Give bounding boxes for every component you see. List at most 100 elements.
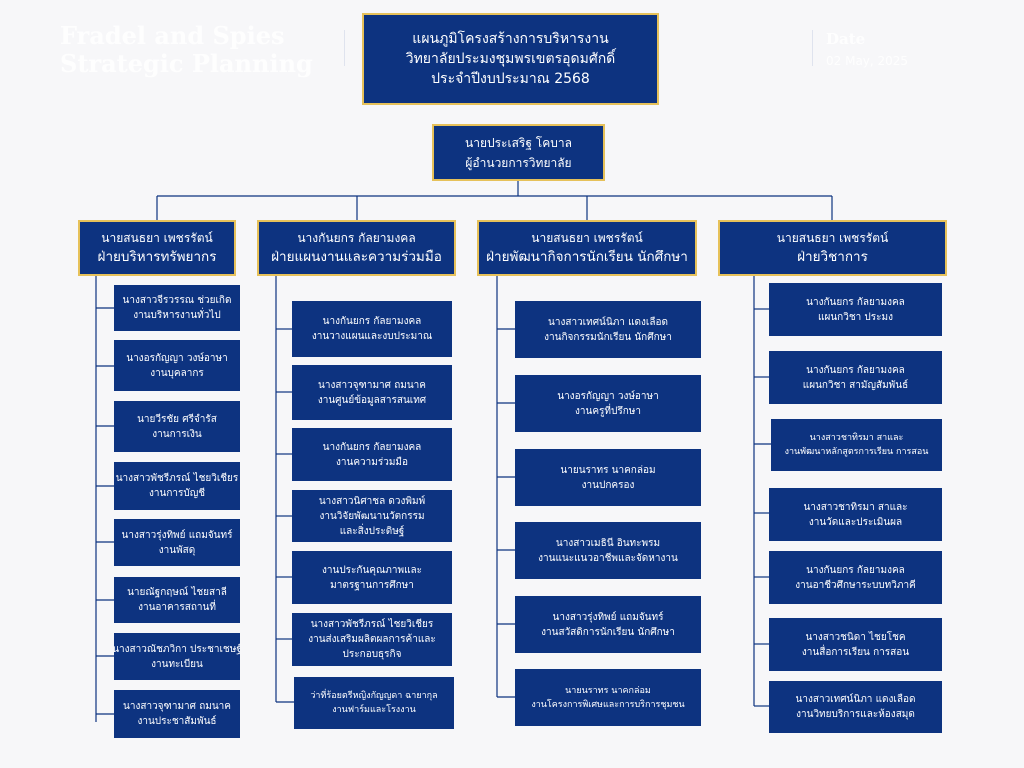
unit-task: มาตรฐานการศึกษา: [330, 579, 414, 591]
unit-box: นางกันยกร กัลยามงคล งานความร่วมมือ: [292, 428, 452, 481]
unit-box: นางอรกัญญา วงษ์อาษา งานบุคลากร: [114, 340, 240, 391]
unit-box: นางสาวเมธินี อินทะพรม งานแนะแนวอาชีพและจ…: [515, 522, 701, 579]
unit-person: นางสาวเมธินี อินทะพรม: [555, 537, 661, 549]
brand-line-2: Strategic Planning: [60, 49, 313, 78]
date-label: Date: [826, 30, 866, 48]
unit-person: นางกันยกร กัลยามงคล: [806, 364, 905, 376]
dept-box-planning: นางกันยกร กัลยามงคล ฝ่ายแผนงานและความร่ว…: [257, 220, 456, 276]
unit-person: งานประกันคุณภาพและ: [321, 564, 423, 576]
unit-task-cont: ประกอบธุรกิจ: [342, 649, 402, 660]
unit-task: งานแนะแนวอาชีพและจัดหางาน: [538, 552, 678, 564]
unit-box: นางสาวจุฑามาศ ถมนาค งานประชาสัมพันธ์: [114, 690, 240, 738]
unit-task: งานประชาสัมพันธ์: [137, 716, 217, 727]
unit-task: งานปกครอง: [581, 479, 635, 491]
unit-box: ว่าที่ร้อยตรีหญิงกัญญดา ฉายากุล งานฟาร์ม…: [294, 677, 454, 729]
unit-box: นางสาวพัชรีภรณ์ ไชยวิเชียร งานการบัญชี: [114, 462, 240, 510]
unit-person: นายนราทร นาคกล่อม: [565, 685, 651, 696]
unit-box: นางสาวรุ่งทิพย์ แถมจันทร์ งานสวัสดิการนั…: [515, 596, 701, 653]
unit-person: นายวีรชัย ศรีจำรัส: [137, 413, 217, 425]
unit-task: งานอาชีวศึกษาระบบทวิภาคี: [795, 579, 916, 591]
title-line-1: แผนภูมิโครงสร้างการบริหารงาน: [412, 31, 609, 47]
unit-box: นางกันยกร กัลยามงคล แผนกวิชา สามัญสัมพัน…: [769, 351, 942, 404]
unit-person: นางสาวนิศาชล ดวงพิมพ์: [318, 495, 426, 507]
divider-line: [344, 30, 345, 66]
dept-head-name: นางกันยกร กัลยามงคล: [297, 231, 416, 245]
unit-task: งานวางแผนและงบประมาณ: [311, 331, 433, 342]
unit-box: นางกันยกร กัลยามงคล แผนกวิชา ประมง: [769, 283, 942, 336]
unit-box: นายวีรชัย ศรีจำรัส งานการเงิน: [114, 401, 240, 452]
dept-box-resources: นายสนธยา เพชรรัตน์ ฝ่ายบริหารทรัพยากร: [78, 220, 236, 276]
unit-person: นางกันยกร กัลยามงคล: [322, 316, 422, 327]
director-position: ผู้อำนวยการวิทยาลัย: [465, 155, 572, 170]
dept-title: ฝ่ายบริหารทรัพยากร: [97, 249, 217, 265]
unit-box: นางสาวพัชรีภรณ์ ไชยวิเชียร งานส่งเสริมผล…: [292, 613, 452, 666]
divider-line: [812, 30, 813, 66]
unit-box: นายนราทร นาคกล่อม งานโครงการพิเศษและการบ…: [515, 669, 701, 726]
title-line-3: ประจำปีงบประมาณ 2568: [431, 71, 590, 87]
unit-task: งานวิจัยพัฒนานวัตกรรม: [319, 510, 425, 522]
unit-task: งานสวัสดิการนักเรียน นักศึกษา: [541, 626, 675, 638]
dept-box-student-affairs: นายสนธยา เพชรรัตน์ ฝ่ายพัฒนากิจการนักเรี…: [477, 220, 697, 276]
unit-person: ว่าที่ร้อยตรีหญิงกัญญดา ฉายากุล: [310, 691, 438, 701]
unit-person: นางสาวณัชภวิกา ประชาเชษฐ์: [114, 643, 240, 655]
unit-person: นางสาวพัชรีภรณ์ ไชยวิเชียร: [310, 619, 434, 630]
unit-person: นางสาวรุ่งทิพย์ แถมจันทร์: [552, 611, 664, 623]
unit-task: งานพัฒนาหลักสูตรการเรียน การสอน: [784, 447, 929, 457]
unit-task: งานศูนย์ข้อมูลสารสนเทศ: [317, 394, 427, 406]
unit-task: งานบริหารงานทั่วไป: [133, 310, 221, 321]
unit-task: งานโครงการพิเศษและการบริการชุมชน: [531, 699, 685, 710]
unit-task: งานบุคลากร: [150, 367, 204, 379]
unit-person: นางกันยกร กัลยามงคล: [806, 296, 905, 308]
unit-person: นางสาวรุ่งทิพย์ แถมจันทร์: [121, 529, 233, 541]
unit-task: แผนกวิชา สามัญสัมพันธ์: [802, 379, 909, 391]
unit-box: นางสาวเทศน์นิภา แดงเลือด งานกิจกรรมนักเร…: [515, 301, 701, 358]
unit-task: งานทะเบียน: [151, 658, 203, 670]
unit-task: งานวัดและประเมินผล: [808, 516, 903, 528]
unit-person: นางสาวชนิดา ไชยโชค: [805, 631, 906, 643]
dept-title: ฝ่ายวิชาการ: [797, 249, 868, 265]
unit-task: แผนกวิชา ประมง: [818, 311, 893, 323]
unit-person: นางสาวชาทิรมา สาและ: [803, 501, 908, 513]
unit-task-cont: และสิ่งประดิษฐ์: [339, 525, 405, 537]
director-box: นายประเสริฐ โคบาล ผู้อำนวยการวิทยาลัย: [432, 124, 605, 181]
unit-box: นางสาวณัชภวิกา ประชาเชษฐ์ งานทะเบียน: [114, 633, 240, 680]
unit-task: งานสื่อการเรียน การสอน: [801, 646, 910, 658]
unit-box: นางสาวชาทิรมา สาและ งานวัดและประเมินผล: [769, 488, 942, 541]
date-value: 02 May, 2025: [826, 54, 909, 68]
unit-box: งานประกันคุณภาพและ มาตรฐานการศึกษา: [292, 551, 452, 604]
unit-box: นายนราทร นาคกล่อม งานปกครอง: [515, 449, 701, 506]
chart-title-box: แผนภูมิโครงสร้างการบริหารงาน วิทยาลัยประ…: [362, 13, 659, 105]
unit-box: นางสาวนิศาชล ดวงพิมพ์ งานวิจัยพัฒนานวัตก…: [292, 490, 452, 542]
unit-person: นายณัฐกฤษณ์ ไชยสาลี: [127, 587, 227, 598]
dept-title: ฝ่ายพัฒนากิจการนักเรียน นักศึกษา: [486, 249, 688, 265]
title-line-2: วิทยาลัยประมงชุมพรเขตรอุดมศักดิ์: [405, 51, 616, 67]
unit-box: นายณัฐกฤษณ์ ไชยสาลี งานอาคารสถานที่: [114, 577, 240, 623]
unit-box: นางอรกัญญา วงษ์อาษา งานครูที่ปรึกษา: [515, 375, 701, 432]
dept-head-name: นายสนธยา เพชรรัตน์: [776, 231, 889, 245]
unit-box: นางกันยกร กัลยามงคล งานวางแผนและงบประมาณ: [292, 301, 452, 357]
director-name: นายประเสริฐ โคบาล: [465, 135, 572, 150]
dept-title: ฝ่ายแผนงานและความร่วมมือ: [271, 249, 442, 265]
unit-task: งานฟาร์มและโรงงาน: [332, 705, 416, 715]
unit-task: งานพัสดุ: [158, 544, 196, 556]
unit-task: งานกิจกรรมนักเรียน นักศึกษา: [544, 331, 672, 343]
unit-task: งานการบัญชี: [148, 488, 206, 499]
dept-box-academic: นายสนธยา เพชรรัตน์ ฝ่ายวิชาการ: [718, 220, 947, 276]
unit-box: นางกันยกร กัลยามงคล งานอาชีวศึกษาระบบทวิ…: [769, 551, 942, 604]
unit-person: นางสาวชาทิรมา สาและ: [809, 433, 904, 443]
unit-box: นางสาวเทศน์นิภา แดงเลือด งานวิทยบริการแล…: [769, 681, 942, 733]
unit-task: งานความร่วมมือ: [335, 456, 409, 468]
unit-person: นางสาวจุฑามาศ ถมนาค: [123, 701, 231, 712]
unit-box: นางสาวจุฑามาศ ถมนาค งานศูนย์ข้อมูลสารสนเ…: [292, 365, 452, 420]
unit-task: งานส่งเสริมผลิตผลการค้าและ: [308, 634, 436, 645]
unit-box: นางสาวรุ่งทิพย์ แถมจันทร์ งานพัสดุ: [114, 519, 240, 566]
unit-task: งานวิทยบริการและห้องสมุด: [796, 709, 915, 720]
unit-box: นางสาวชนิดา ไชยโชค งานสื่อการเรียน การสอ…: [769, 618, 942, 671]
brand-watermark: Fradel and Spies Strategic Planning: [60, 22, 313, 78]
unit-task: งานครูที่ปรึกษา: [575, 405, 641, 417]
unit-person: นางสาวจุฑามาศ ถมนาค: [318, 379, 426, 391]
unit-person: นางสาวเทศน์นิภา แดงเลือด: [795, 694, 916, 705]
unit-box: นางสาวชาทิรมา สาและ งานพัฒนาหลักสูตรการเ…: [771, 419, 942, 471]
unit-person: นางสาวเทศน์นิภา แดงเลือด: [548, 316, 668, 328]
